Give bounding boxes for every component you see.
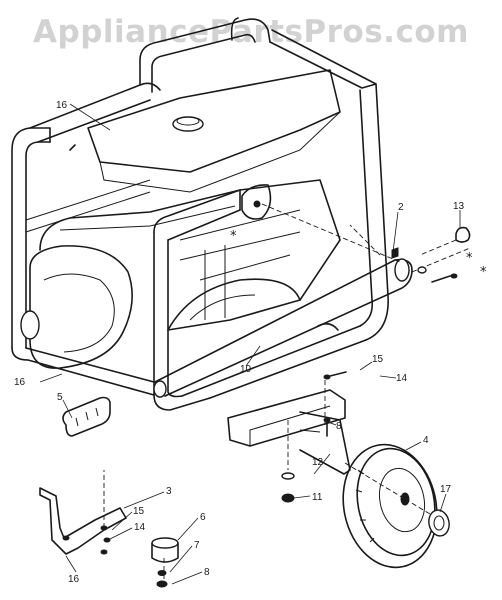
callout-labels: 16 2 13 15 14 10 16 5 12 8 11 4 3 15 14 … bbox=[14, 100, 487, 585]
hubcap-part bbox=[428, 509, 450, 537]
callout-4: 4 bbox=[423, 435, 429, 446]
fasteners bbox=[69, 144, 471, 555]
callout-14-bracket: 14 bbox=[134, 522, 146, 533]
callout-15-bracket: 15 bbox=[133, 506, 145, 517]
support-stand bbox=[227, 380, 351, 475]
callout-14-center: 14 bbox=[396, 373, 408, 384]
callout-3: 3 bbox=[166, 486, 172, 497]
foot-bracket-part bbox=[39, 470, 127, 555]
handle-grip-part bbox=[62, 396, 111, 437]
callout-6: 6 bbox=[200, 512, 206, 523]
asterisk-axle-lower: * bbox=[480, 265, 487, 280]
tubular-frame bbox=[11, 17, 389, 411]
callout-5: 5 bbox=[57, 392, 63, 403]
leader-lines bbox=[39, 103, 461, 585]
callout-8-bolt: 8 bbox=[336, 421, 342, 432]
asterisk-axle-upper: * bbox=[466, 251, 473, 266]
callout-16-tank: 16 bbox=[56, 100, 68, 111]
callout-2: 2 bbox=[398, 202, 404, 213]
recoil-starter-housing bbox=[29, 245, 133, 369]
engine-body bbox=[20, 69, 341, 369]
callout-16-frame: 16 bbox=[14, 377, 26, 388]
callout-13: 13 bbox=[453, 201, 465, 212]
rubber-foot-part bbox=[151, 537, 179, 588]
asterisk-shield: * bbox=[230, 229, 237, 244]
callout-7: 7 bbox=[194, 540, 200, 551]
callout-8-foot: 8 bbox=[204, 567, 210, 578]
wheel-assembly bbox=[342, 443, 441, 569]
callout-16-bracket: 16 bbox=[68, 574, 80, 585]
callout-17: 17 bbox=[440, 484, 452, 495]
callout-11: 11 bbox=[312, 492, 323, 503]
callout-10: 10 bbox=[240, 364, 252, 375]
starter-pull-handle-icon bbox=[20, 310, 40, 340]
watermark-text: AppliancePartsPros.com bbox=[33, 14, 469, 50]
callout-12: 12 bbox=[312, 457, 324, 468]
callout-15-center: 15 bbox=[372, 354, 384, 365]
